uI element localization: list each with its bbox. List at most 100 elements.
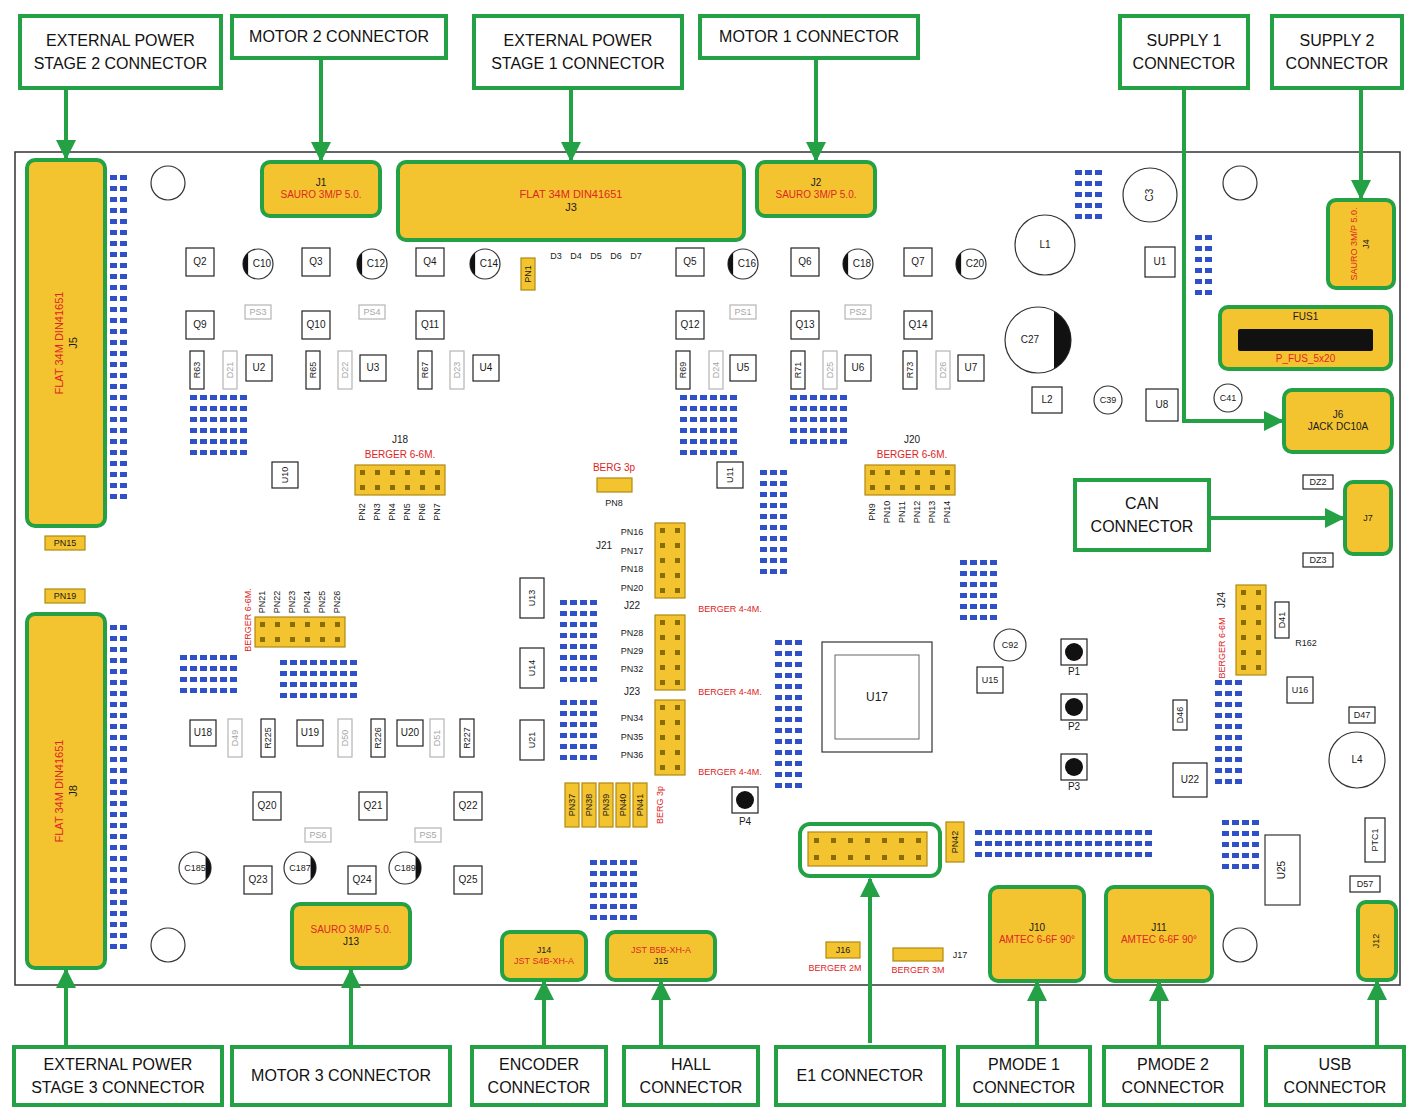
pointer-arrow	[349, 970, 353, 1045]
smd-pad	[560, 677, 567, 682]
header-pin	[1256, 635, 1261, 640]
component-label: C20	[966, 259, 984, 269]
smd-pad	[700, 417, 707, 422]
smd-pad	[1225, 702, 1232, 707]
part-text: J14	[537, 945, 552, 956]
smd-pad	[210, 666, 217, 671]
smd-pad	[995, 830, 1002, 835]
pin-header	[655, 615, 685, 690]
component-label: PS4	[363, 308, 380, 317]
smd-pad	[600, 915, 607, 920]
header-pin	[1256, 590, 1261, 595]
smd-pad	[975, 852, 982, 857]
header-pin	[660, 735, 665, 740]
smd-pad	[110, 417, 117, 422]
component-label: P3	[1068, 782, 1080, 792]
smd-pad	[350, 660, 357, 665]
component-label: R162	[1295, 639, 1317, 648]
smd-pad	[340, 693, 347, 698]
jumper	[633, 783, 647, 827]
component-label: P1	[1068, 667, 1080, 677]
smd-pad	[1045, 830, 1052, 835]
smd-pad	[280, 671, 287, 676]
smd-pad	[230, 417, 237, 422]
smd-pad	[620, 915, 627, 920]
smd-pad	[120, 307, 127, 312]
component-label: PN37	[568, 794, 577, 817]
smd-pad	[680, 450, 687, 455]
smd-pad	[120, 702, 127, 707]
smd-pad	[590, 633, 597, 638]
smd-pad	[120, 186, 127, 191]
smd-pad	[1222, 831, 1229, 836]
smd-pad	[990, 560, 997, 565]
smd-pad	[810, 428, 817, 433]
power-supply-footprint	[245, 305, 271, 319]
part-text: SAURO 3M/P 5.0.	[776, 189, 857, 201]
diode-symbol	[1173, 700, 1187, 730]
smd-pad	[770, 503, 777, 508]
connector-part: FLAT 34M DIN41651J8	[25, 612, 107, 970]
callout-text: E1 CONNECTOR	[797, 1064, 924, 1087]
connector-part: FLAT 34M DIN41651J3	[396, 160, 746, 242]
push-button-cap	[1065, 643, 1083, 661]
smd-pad	[980, 560, 987, 565]
smd-pad	[795, 750, 802, 755]
smd-pad	[1242, 864, 1249, 869]
component-label: Q22	[459, 801, 478, 811]
callout-label: SUPPLY 2 CONNECTOR	[1270, 14, 1404, 90]
smd-pad	[820, 439, 827, 444]
pin-header	[355, 465, 445, 495]
component-label: PN12	[913, 501, 922, 524]
smd-pad	[570, 733, 577, 738]
smd-pad	[1215, 768, 1222, 773]
smd-pad	[300, 660, 307, 665]
smd-pad	[590, 915, 597, 920]
smd-pad	[230, 406, 237, 411]
smd-pad	[620, 871, 627, 876]
component-label: C27	[1021, 335, 1039, 345]
callout-text: EXTERNAL POWER STAGE 2 CONNECTOR	[30, 29, 211, 75]
ic-package	[977, 667, 1003, 693]
component-label: PN25	[318, 591, 327, 614]
header-pin	[675, 620, 680, 625]
smd-pad	[110, 307, 117, 312]
smd-pad	[1115, 841, 1122, 846]
component-label: Q14	[909, 320, 928, 330]
component-label: L1	[1039, 240, 1050, 250]
smd-pad	[110, 658, 117, 663]
smd-pad	[985, 830, 992, 835]
header-pin	[831, 855, 836, 860]
smd-pad	[230, 666, 237, 671]
smd-pad	[760, 525, 767, 530]
smd-pad	[590, 711, 597, 716]
smd-pad	[775, 783, 782, 788]
part-text: J8	[66, 785, 80, 797]
header-pin	[899, 855, 904, 860]
smd-pad	[1235, 779, 1242, 784]
smd-pad	[1215, 724, 1222, 729]
capacitor-symbol	[728, 249, 758, 279]
smd-pad	[120, 746, 127, 751]
header-pin	[675, 528, 680, 533]
smd-pad	[110, 230, 117, 235]
smd-pad	[785, 739, 792, 744]
component-label: Q5	[683, 257, 696, 267]
smd-pad	[1065, 830, 1072, 835]
transistor-package	[186, 311, 214, 339]
smd-pad	[220, 655, 227, 660]
header-pin	[675, 750, 680, 755]
smd-pad	[110, 878, 117, 883]
smd-pad	[180, 688, 187, 693]
smd-pad	[120, 329, 127, 334]
smd-pad	[200, 666, 207, 671]
resistor-symbol	[460, 719, 474, 757]
component-label: Q20	[258, 801, 277, 811]
callout-label: EXTERNAL POWER STAGE 2 CONNECTOR	[18, 14, 223, 90]
header-pin	[945, 470, 950, 475]
connector-part: J7	[1343, 480, 1393, 556]
smd-pad	[120, 362, 127, 367]
smd-pad	[110, 834, 117, 839]
jumper	[45, 536, 85, 550]
